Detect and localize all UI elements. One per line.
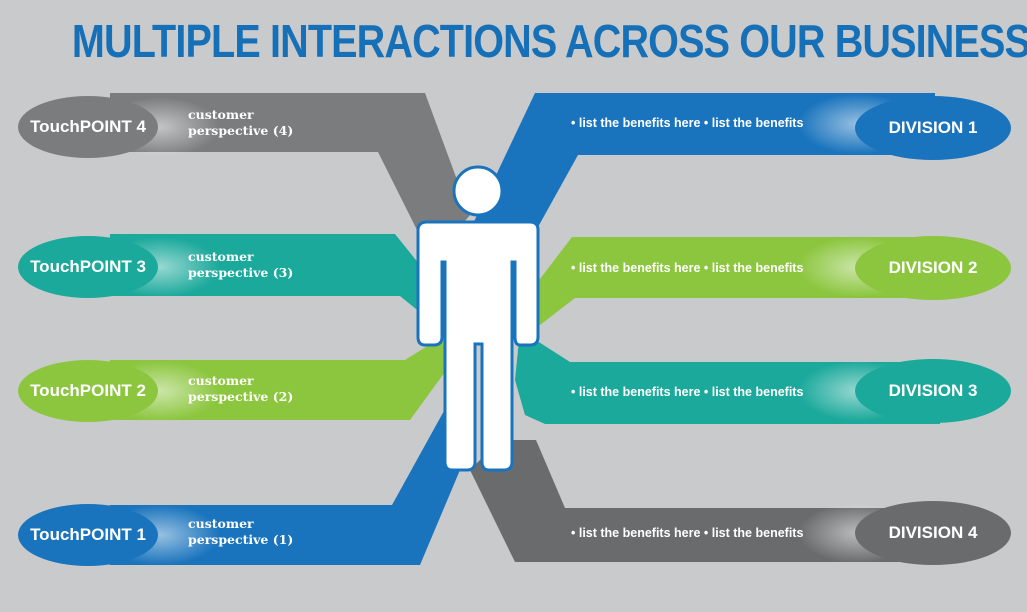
division-3-label: DIVISION 3 — [888, 381, 978, 400]
division-1-label: DIVISION 1 — [888, 118, 978, 137]
perspective-line-2: perspective (3) — [188, 265, 294, 280]
touchpoint-4-perspective: customer perspective (4) — [188, 107, 293, 139]
touchpoint-2-label: TouchPOINT 2 — [30, 381, 146, 400]
touchpoint-4-label: TouchPOINT 4 — [30, 117, 146, 136]
touchpoint-2-perspective: customer perspective (2) — [188, 373, 293, 405]
division-4-benefits: • list the benefits here • list the bene… — [571, 526, 804, 540]
division-3-ellipse — [855, 359, 1011, 423]
perspective-line-2: perspective (4) — [188, 123, 294, 138]
touchpoint-1-ellipse — [18, 504, 158, 566]
perspective-line-1: customer — [188, 516, 254, 531]
touchpoint-1-label: TouchPOINT 1 — [30, 525, 146, 544]
division-1-benefits: • list the benefits here • list the bene… — [571, 116, 804, 130]
person-icon — [416, 165, 540, 472]
division-2-ellipse — [855, 236, 1011, 300]
touchpoint-1-perspective: customer perspective (1) — [188, 516, 293, 548]
division-2-benefits: • list the benefits here • list the bene… — [571, 261, 804, 275]
touchpoint-2-ellipse — [18, 360, 158, 422]
perspective-line-2: perspective (1) — [188, 532, 294, 547]
touchpoint-3-ellipse — [18, 236, 158, 298]
person-head — [452, 165, 504, 217]
division-2-label: DIVISION 2 — [888, 258, 978, 277]
division-3-benefits: • list the benefits here • list the bene… — [571, 385, 804, 399]
division-1-ellipse — [855, 96, 1011, 160]
person-body — [416, 220, 540, 472]
touchpoint-3-label: TouchPOINT 3 — [30, 257, 146, 276]
perspective-line-1: customer — [188, 373, 254, 388]
page-title: MULTIPLE INTERACTIONS ACROSS OUR BUSINES… — [71, 15, 1027, 67]
division-4-label: DIVISION 4 — [888, 523, 978, 542]
touchpoint-4-ellipse — [18, 96, 158, 158]
touchpoint-3-perspective: customer perspective (3) — [188, 249, 293, 281]
perspective-line-1: customer — [188, 249, 254, 264]
division-4-ellipse — [855, 501, 1011, 565]
perspective-line-2: perspective (2) — [188, 389, 294, 404]
perspective-line-1: customer — [188, 107, 254, 122]
